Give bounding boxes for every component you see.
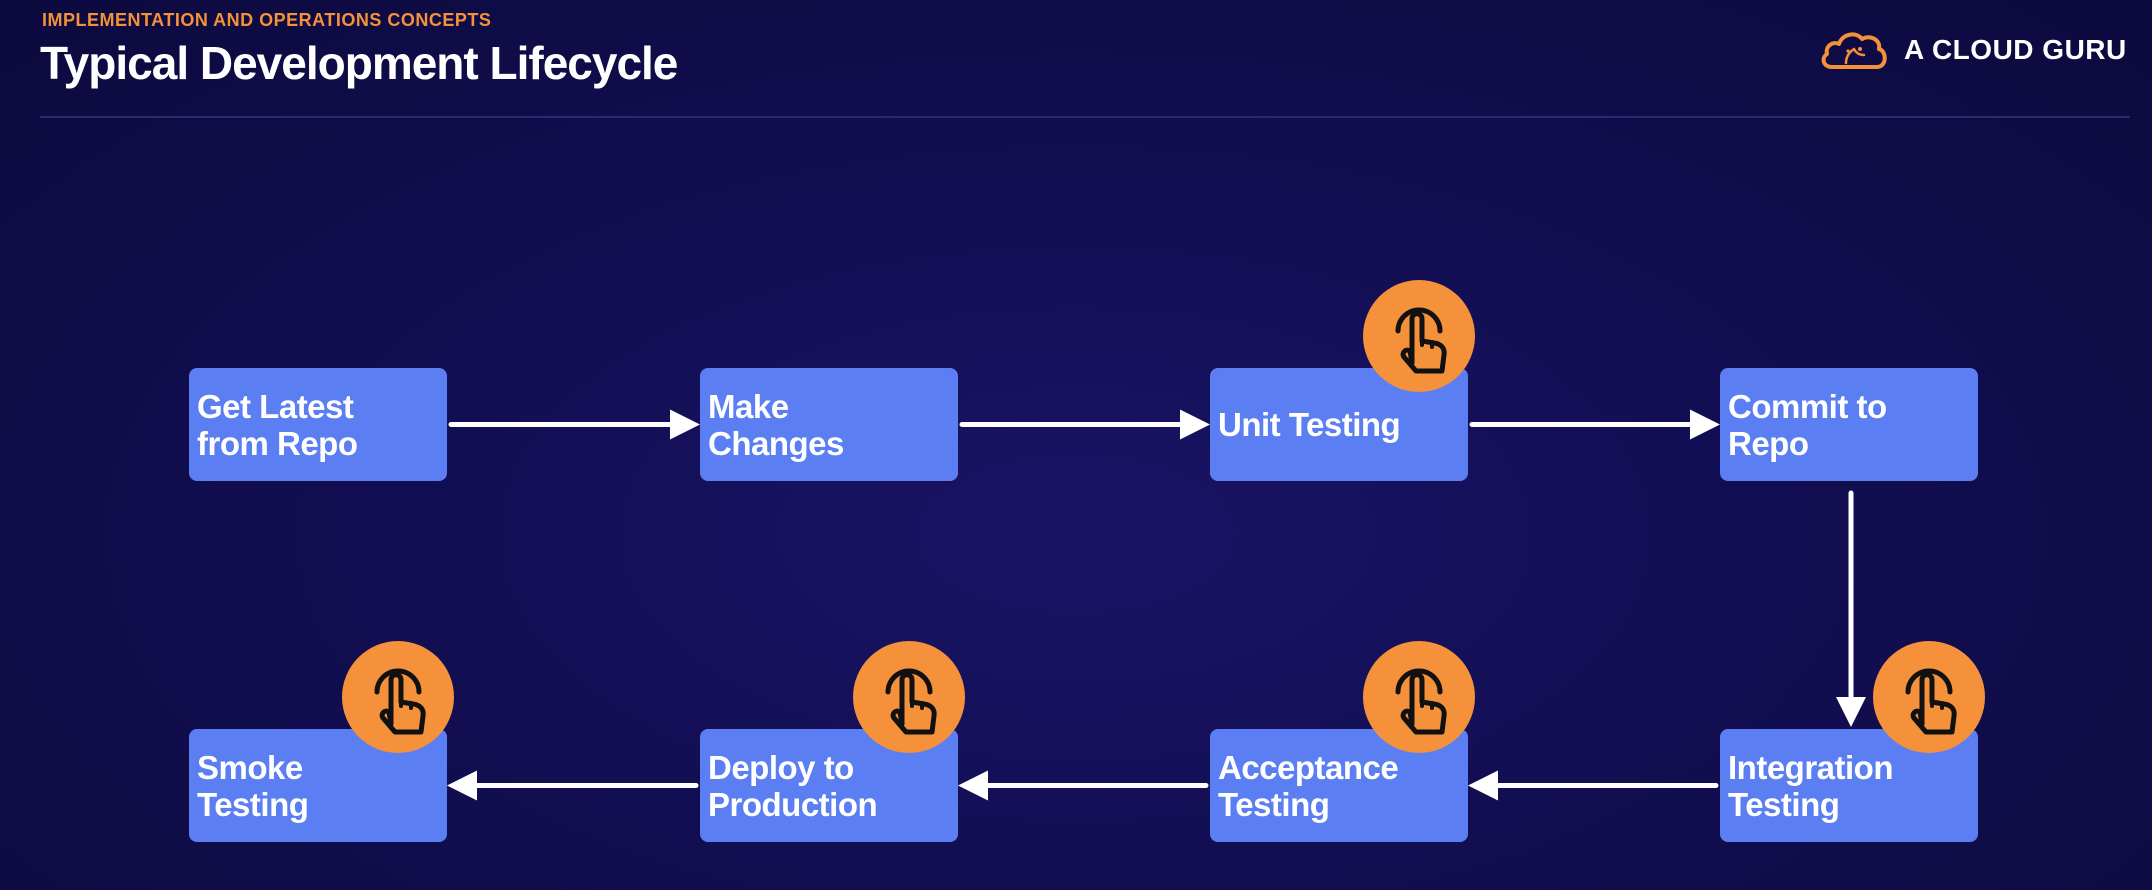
step-make-changes: Make Changes bbox=[700, 368, 958, 481]
hand-tap-icon bbox=[1363, 280, 1475, 392]
step-label: Smoke Testing bbox=[197, 748, 309, 823]
flow-arrow bbox=[447, 770, 699, 801]
page-title: Typical Development Lifecycle bbox=[40, 37, 678, 89]
header-divider bbox=[40, 116, 2130, 118]
step-commit-to-repo: Commit to Repo bbox=[1720, 368, 1978, 481]
step-label: Get Latest from Repo bbox=[197, 387, 358, 462]
hand-tap-icon bbox=[1363, 641, 1475, 753]
step-label: Commit to Repo bbox=[1728, 387, 1887, 462]
hand-tap-icon bbox=[853, 641, 965, 753]
step-acceptance-testing: Acceptance Testing bbox=[1210, 729, 1468, 842]
step-get-latest: Get Latest from Repo bbox=[189, 368, 447, 481]
brand-name: A CLOUD GURU bbox=[1904, 34, 2127, 65]
cloud-logo-icon bbox=[1821, 32, 1887, 69]
step-label: Integration Testing bbox=[1728, 748, 1894, 823]
flow-arrow bbox=[1468, 770, 1719, 801]
flow-arrow bbox=[1469, 409, 1720, 440]
step-label: Unit Testing bbox=[1218, 406, 1401, 443]
step-label: Acceptance Testing bbox=[1218, 748, 1399, 823]
flow-arrow bbox=[959, 409, 1210, 440]
hand-tap-icon bbox=[1873, 641, 1985, 753]
brand-logo: A CLOUD GURU bbox=[1818, 22, 2127, 78]
flow-arrow bbox=[958, 770, 1209, 801]
step-label: Make Changes bbox=[708, 387, 844, 462]
section-label: IMPLEMENTATION AND OPERATIONS CONCEPTS bbox=[42, 10, 492, 30]
flow-arrow bbox=[448, 409, 700, 440]
flow-arrow bbox=[1836, 490, 1866, 727]
step-label: Deploy to Production bbox=[708, 748, 878, 823]
hand-tap-icon bbox=[342, 641, 454, 753]
